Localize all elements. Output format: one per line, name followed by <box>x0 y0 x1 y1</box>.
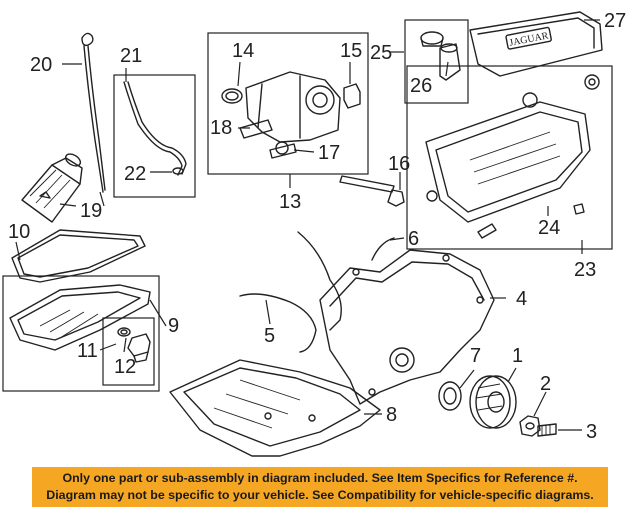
filler-cap-part <box>420 31 461 81</box>
compatibility-notice-banner: Only one part or sub-assembly in diagram… <box>32 467 608 507</box>
oil-filter-part <box>21 153 83 223</box>
callout-8: 8 <box>386 404 397 426</box>
box-group-21-22 <box>113 74 196 198</box>
crank-bolt-part <box>537 423 557 437</box>
box-group-9 <box>2 275 160 392</box>
box-group-13 <box>207 32 369 175</box>
timing-cover-part <box>319 249 495 405</box>
callout-20: 20 <box>30 54 52 76</box>
callout-16: 16 <box>388 153 410 175</box>
lower-oil-pan-part <box>9 284 151 351</box>
water-pump-assembly-part <box>221 71 361 159</box>
callout-6: 6 <box>408 228 419 250</box>
front-cover-gasket-lower-part <box>239 293 317 353</box>
callout-12: 12 <box>114 356 136 378</box>
notice-line-1: Only one part or sub-assembly in diagram… <box>62 471 578 485</box>
valve-cover-part <box>425 74 600 239</box>
crank-pulley-part <box>469 375 517 429</box>
callout-9: 9 <box>168 315 179 337</box>
upper-oil-pan-part <box>169 359 381 457</box>
callout-17: 17 <box>318 142 340 164</box>
callout-10: 10 <box>8 221 30 243</box>
box-group-11-12 <box>102 317 155 386</box>
callout-7: 7 <box>470 345 481 367</box>
callout-19: 19 <box>80 200 102 222</box>
callout-1: 1 <box>512 345 523 367</box>
callout-5: 5 <box>264 325 275 347</box>
callout-25: 25 <box>370 42 392 64</box>
callout-23: 23 <box>574 259 596 281</box>
callout-11: 11 <box>77 340 98 362</box>
front-seal-part <box>438 381 462 411</box>
washer-part <box>519 415 541 437</box>
callout-21: 21 <box>120 45 142 67</box>
callout-3: 3 <box>586 421 597 443</box>
oil-tube-part <box>123 81 187 176</box>
callout-2: 2 <box>540 373 551 395</box>
box-group-25-26 <box>404 19 469 104</box>
callout-24: 24 <box>538 217 560 239</box>
leader-lines <box>15 19 600 431</box>
callout-27: 27 <box>604 10 626 32</box>
callout-22: 22 <box>124 163 146 185</box>
oil-pan-gasket-part <box>11 229 146 283</box>
callout-numbers: 20 19 21 22 10 9 11 12 14 15 18 17 13 16… <box>8 10 626 443</box>
parts-diagram: JAGUAR <box>2 10 626 457</box>
callout-13: 13 <box>279 191 301 213</box>
callout-15: 15 <box>340 40 362 62</box>
callout-26: 26 <box>410 75 432 97</box>
callout-14: 14 <box>232 40 254 62</box>
long-bolt-part <box>339 175 405 207</box>
notice-line-2: Diagram may not be specific to your vehi… <box>46 488 594 502</box>
callout-18: 18 <box>210 117 232 139</box>
callout-4: 4 <box>516 288 527 310</box>
dipstick-part <box>81 32 106 193</box>
front-cover-gasket-upper-part <box>297 231 395 331</box>
drain-plug-part <box>117 327 151 363</box>
box-group-23 <box>406 65 613 250</box>
